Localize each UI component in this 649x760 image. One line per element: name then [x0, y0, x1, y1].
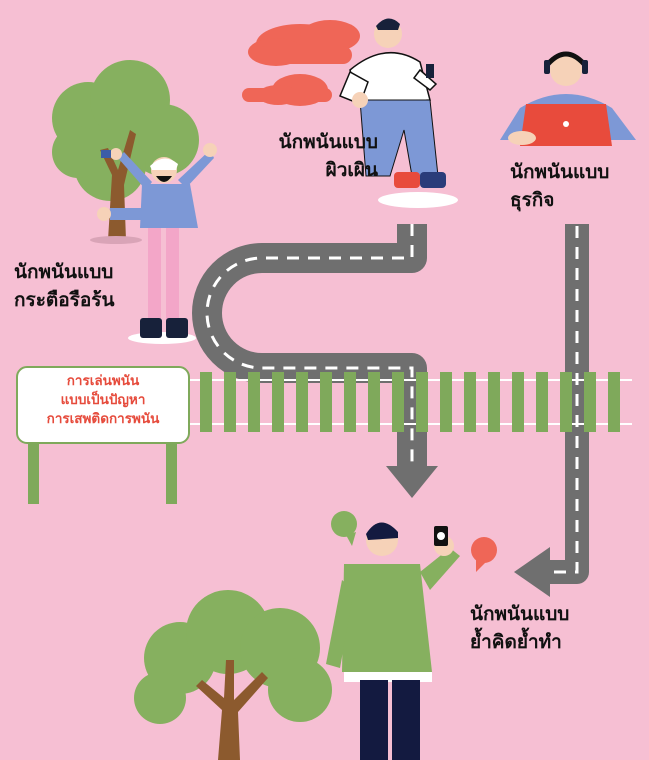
railway-tie: [296, 372, 308, 432]
tree-icon: [134, 590, 332, 760]
railway-tie: [344, 372, 356, 432]
sign-text: การเล่นพนัน แบบเป็นปัญหา การเสพติดการพนั…: [46, 373, 160, 427]
railway-tie: [368, 372, 380, 432]
warning-sign: [16, 366, 190, 504]
label-compulsive-gambler: นักพนันแบบ ย้ำคิดย้ำทำ: [470, 603, 570, 653]
railway-tie: [320, 372, 332, 432]
label-business-gambler: นักพนันแบบ ธุรกิจ: [510, 161, 610, 211]
business-gambler-figure: [500, 51, 636, 146]
tree-icon: [52, 60, 199, 244]
railway-tie: [440, 372, 452, 432]
railway-track-icon: [190, 372, 632, 432]
stimulating-gambler-figure: [97, 143, 217, 344]
railway-tie: [584, 372, 596, 432]
railway-tie: [608, 372, 620, 432]
railway-tie: [464, 372, 476, 432]
railway-tie: [272, 372, 284, 432]
railway-tie: [560, 372, 572, 432]
railway-tie: [536, 372, 548, 432]
railway-tie: [224, 372, 236, 432]
speech-bubble-icon: [471, 537, 497, 572]
railway-tie: [512, 372, 524, 432]
label-stimulating-gambler: นักพนันแบบ กระตือรือร้น: [14, 261, 115, 311]
railway-tie: [248, 372, 260, 432]
casual-gambler-figure: [339, 18, 458, 208]
railway-tie: [488, 372, 500, 432]
railway-tie: [200, 372, 212, 432]
compulsive-gambler-figure: [326, 522, 460, 760]
cloud-icon: [248, 20, 360, 66]
label-casual-gambler: นักพนันแบบ ผิวเผิน: [278, 131, 378, 181]
cloud-icon: [242, 74, 332, 106]
road-arrow-icon: [192, 224, 438, 498]
road-arrow-icon: [514, 224, 589, 597]
railway-tie: [392, 372, 404, 432]
speech-bubble-icon: [331, 511, 357, 546]
railway-tie: [416, 372, 428, 432]
